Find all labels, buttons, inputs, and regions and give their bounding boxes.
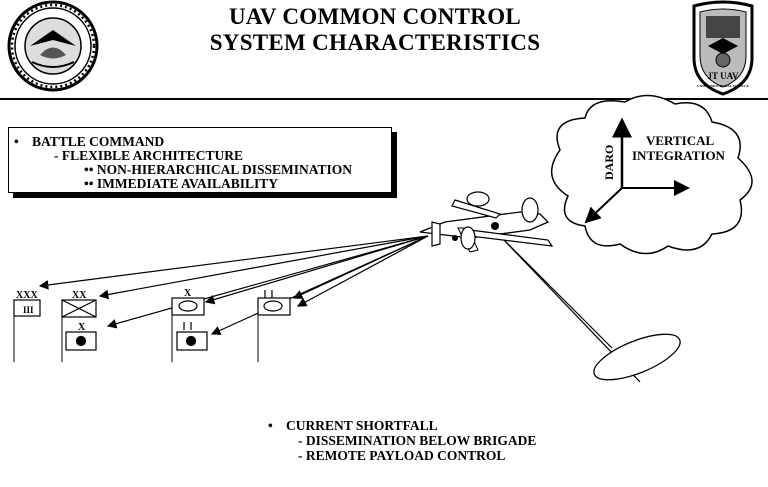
daro-diagonal-arrow bbox=[584, 187, 623, 224]
slide-title: UAV COMMON CONTROL SYSTEM CHARACTERISTIC… bbox=[140, 4, 610, 56]
flexible-architecture-label: - FLEXIBLE ARCHITECTURE bbox=[54, 148, 244, 163]
dissemination-below-brigade-label: - DISSEMINATION BELOW BRIGADE bbox=[298, 433, 537, 448]
unit-symbols bbox=[13, 290, 291, 362]
shortfall-bullet: • bbox=[268, 418, 273, 433]
current-shortfall-heading: CURRENT SHORTFALL bbox=[286, 418, 438, 433]
cloud-shape bbox=[551, 94, 753, 255]
badge-subtext: UNMANNED AERIAL VEHICLE bbox=[697, 84, 750, 88]
non-hierarchical-label: •• NON-HIERARCHICAL DISSEMINATION bbox=[84, 162, 352, 177]
dissemination-links bbox=[38, 235, 429, 335]
uav-aircraft-icon bbox=[419, 191, 554, 253]
division-echelon-label: XX bbox=[72, 290, 87, 301]
battle-command-box bbox=[8, 127, 392, 193]
title-line-2: SYSTEM CHARACTERISTICS bbox=[209, 30, 541, 55]
link-to-brigade bbox=[204, 235, 429, 305]
corps-echelon-label: XXX bbox=[16, 290, 38, 301]
jt-uav-badge-icon: JT UAV UNMANNED AERIAL VEHICLE bbox=[692, 0, 754, 96]
vertical-label: VERTICAL bbox=[646, 133, 714, 148]
corps-roman-label: III bbox=[23, 305, 34, 315]
link-to-corps bbox=[38, 235, 429, 290]
daro-label: DARO bbox=[602, 145, 616, 180]
immediate-availability-label: •• IMMEDIATE AVAILABILITY bbox=[84, 176, 279, 191]
title-line-1: UAV COMMON CONTROL bbox=[228, 4, 522, 29]
link-to-division-brigade bbox=[106, 235, 429, 329]
sensor-footprint bbox=[593, 333, 681, 381]
link-to-battalion-lower bbox=[296, 235, 429, 307]
remote-payload-control-label: - REMOTE PAYLOAD CONTROL bbox=[298, 448, 506, 463]
link-to-battalion bbox=[292, 235, 429, 299]
badge-text: JT UAV bbox=[708, 71, 739, 81]
brigade-echelon-top-label: X bbox=[184, 288, 192, 299]
link-to-division bbox=[98, 235, 429, 300]
header-divider bbox=[0, 98, 768, 100]
box-bullet: • bbox=[14, 134, 19, 149]
integration-label: INTEGRATION bbox=[632, 148, 726, 163]
department-seal-icon bbox=[7, 0, 99, 92]
battle-command-label: BATTLE COMMAND bbox=[32, 134, 165, 149]
brigade-echelon-label: X bbox=[78, 322, 86, 333]
